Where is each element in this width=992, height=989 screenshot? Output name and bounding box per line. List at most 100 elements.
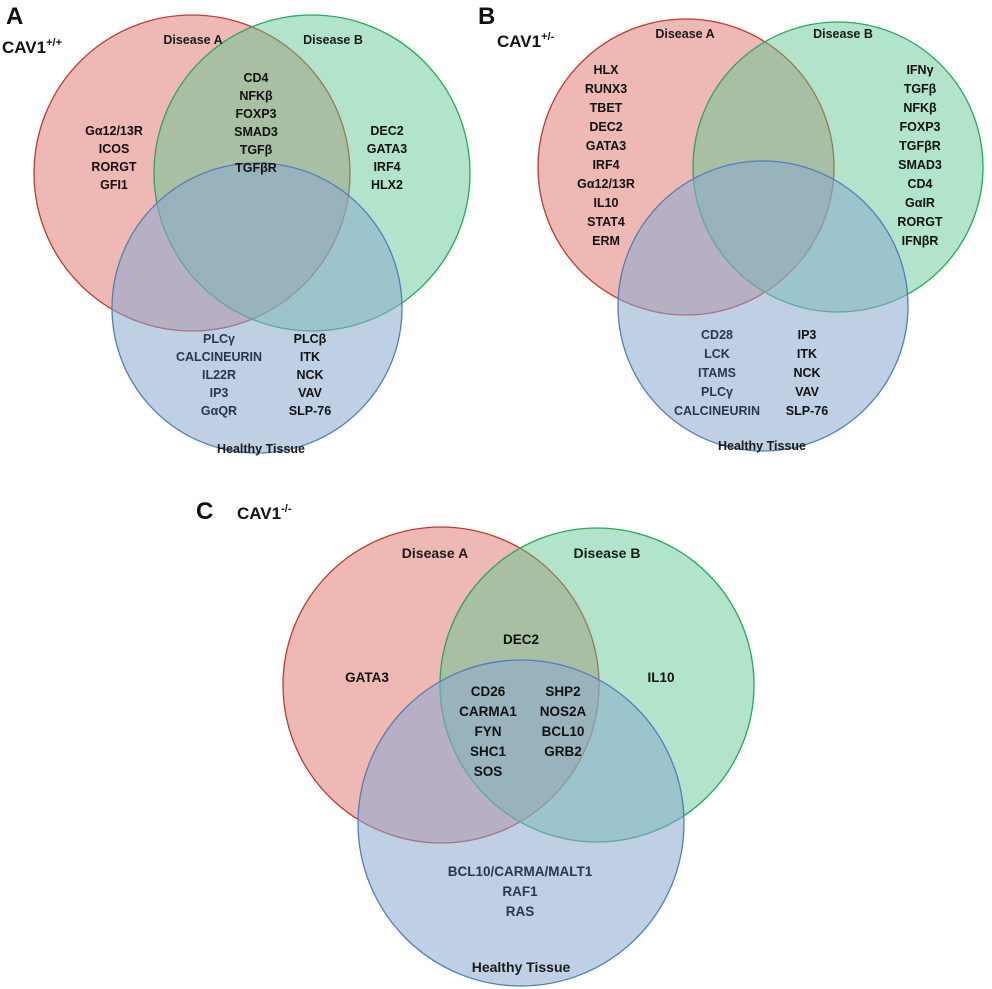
list-healthy-col2: IP3 ITK NCK VAV SLP-76 — [786, 328, 828, 418]
gene-label: CD28 — [701, 328, 733, 342]
gene-label: CD4 — [907, 177, 932, 191]
genotype-label-c: CAV1-/- — [237, 503, 292, 523]
gene-label: SLP-76 — [289, 404, 331, 418]
gene-label: GATA3 — [367, 142, 408, 156]
label-disease-b: Disease B — [813, 27, 873, 41]
gene-label: IP3 — [210, 386, 229, 400]
gene-label: RORGT — [91, 160, 137, 174]
gene-label: FOXP3 — [900, 120, 941, 134]
gene-label: CALCINEURIN — [674, 404, 760, 418]
gene-label: NFKβ — [239, 89, 273, 103]
gene-label: IRF4 — [592, 158, 619, 172]
list-healthy-only: BCL10/CARMA/MALT1 RAF1 RAS — [448, 864, 593, 919]
list-healthy-col1: PLCγ CALCINEURIN IL22R IP3 GαQR — [176, 332, 262, 418]
gene-label: Gα12/13R — [85, 124, 143, 138]
gene-label: CARMA1 — [459, 704, 517, 719]
gene-label: RAF1 — [502, 884, 538, 899]
gene-label: TGFβR — [235, 161, 277, 175]
gene-label: TGFβ — [240, 143, 273, 157]
panel-letter-a: A — [6, 3, 23, 30]
gene-label: GATA3 — [586, 139, 627, 153]
list-a-and-b: CD4 NFKβ FOXP3 SMAD3 TGFβ TGFβR — [234, 71, 278, 175]
gene-label: RORGT — [897, 215, 943, 229]
label-healthy-tissue: Healthy Tissue — [217, 442, 305, 456]
gene-label: TBET — [590, 101, 623, 115]
list-healthy-col2: PLCβ ITK NCK VAV SLP-76 — [289, 332, 331, 418]
gene-label: RUNX3 — [585, 82, 627, 96]
gene-label: NCK — [296, 368, 323, 382]
gene-label: BCL10 — [542, 724, 585, 739]
gene-label: NFKβ — [903, 101, 937, 115]
gene-label: IL10 — [647, 670, 674, 685]
gene-label: CD4 — [243, 71, 268, 85]
gene-label: FOXP3 — [236, 107, 277, 121]
gene-label: IRF4 — [373, 160, 400, 174]
gene-label: PLCγ — [203, 332, 235, 346]
gene-label: GRB2 — [544, 744, 582, 759]
gene-label: GαQR — [201, 404, 237, 418]
panel-letter-c: C — [196, 498, 213, 525]
list-only-b: DEC2 GATA3 IRF4 HLX2 — [367, 124, 408, 192]
list-all-col1: CD26 CARMA1 FYN SHC1 SOS — [459, 684, 517, 779]
gene-label: HLX — [594, 63, 620, 77]
label-disease-b: Disease B — [574, 545, 641, 561]
circle-healthy-tissue — [111, 162, 403, 454]
gene-label: DEC2 — [370, 124, 403, 138]
gene-label: IFNγ — [906, 63, 933, 77]
gene-label: NOS2A — [540, 704, 587, 719]
list-all-col2: SHP2 NOS2A BCL10 GRB2 — [540, 684, 587, 759]
gene-label: IL10 — [593, 196, 618, 210]
gene-label: FYN — [475, 724, 502, 739]
gene-label: SOS — [474, 764, 503, 779]
label-disease-a: Disease A — [655, 27, 714, 41]
circle-healthy-tissue — [617, 160, 909, 452]
gene-label: GFI1 — [100, 178, 128, 192]
gene-label: HLX2 — [371, 178, 403, 192]
gene-label: ICOS — [99, 142, 130, 156]
gene-label: SMAD3 — [898, 158, 942, 172]
gene-label: SHP2 — [545, 684, 580, 699]
gene-label: SMAD3 — [234, 125, 278, 139]
gene-label: BCL10/CARMA/MALT1 — [448, 864, 593, 879]
gene-label: IFNβR — [902, 234, 939, 248]
label-healthy-tissue: Healthy Tissue — [472, 959, 571, 975]
gene-label: GATA3 — [345, 670, 389, 685]
panel-letter-b: B — [478, 3, 495, 30]
list-only-a: Gα12/13R ICOS RORGT GFI1 — [85, 124, 143, 192]
gene-label: SLP-76 — [786, 404, 828, 418]
list-only-b: IFNγ TGFβ NFKβ FOXP3 TGFβR SMAD3 CD4 GαI… — [897, 63, 943, 248]
gene-label: VAV — [795, 385, 820, 399]
gene-label: STAT4 — [587, 215, 625, 229]
gene-label: PLCβ — [294, 332, 327, 346]
gene-label: DEC2 — [589, 120, 622, 134]
label-disease-a: Disease A — [163, 33, 222, 47]
list-healthy-col1: CD28 LCK ITAMS PLCγ CALCINEURIN — [674, 328, 760, 418]
gene-label: TGFβR — [899, 139, 941, 153]
panel-c: C CAV1-/- Disease A Disease B Healthy Ti… — [196, 498, 755, 987]
gene-label: ITAMS — [698, 366, 736, 380]
panel-b: B CAV1+/- Disease A Disease B Healthy Ti… — [478, 3, 984, 453]
gene-label: PLCγ — [701, 385, 733, 399]
list-only-a: HLX RUNX3 TBET DEC2 GATA3 IRF4 Gα12/13R … — [577, 63, 635, 248]
gene-label: LCK — [704, 347, 730, 361]
panel-a: A CAV1+/+ Disease A Disease B Healthy Ti… — [2, 3, 471, 456]
gene-label: NCK — [793, 366, 820, 380]
circle-healthy-tissue — [357, 659, 685, 987]
gene-label: CD26 — [471, 684, 506, 699]
gene-label: ITK — [797, 347, 817, 361]
gene-label: RAS — [506, 904, 535, 919]
label-disease-b: Disease B — [303, 33, 363, 47]
label-healthy-tissue: Healthy Tissue — [718, 439, 806, 453]
genotype-label-b: CAV1+/- — [497, 31, 555, 51]
gene-label: ERM — [592, 234, 620, 248]
gene-label: TGFβ — [904, 82, 937, 96]
gene-label: Gα12/13R — [577, 177, 635, 191]
gene-label: IP3 — [798, 328, 817, 342]
gene-label: CALCINEURIN — [176, 350, 262, 364]
gene-label: IL22R — [202, 368, 236, 382]
genotype-label-a: CAV1+/+ — [2, 37, 62, 57]
gene-label: SHC1 — [470, 744, 507, 759]
gene-label: ITK — [300, 350, 320, 364]
gene-label: DEC2 — [503, 632, 539, 647]
